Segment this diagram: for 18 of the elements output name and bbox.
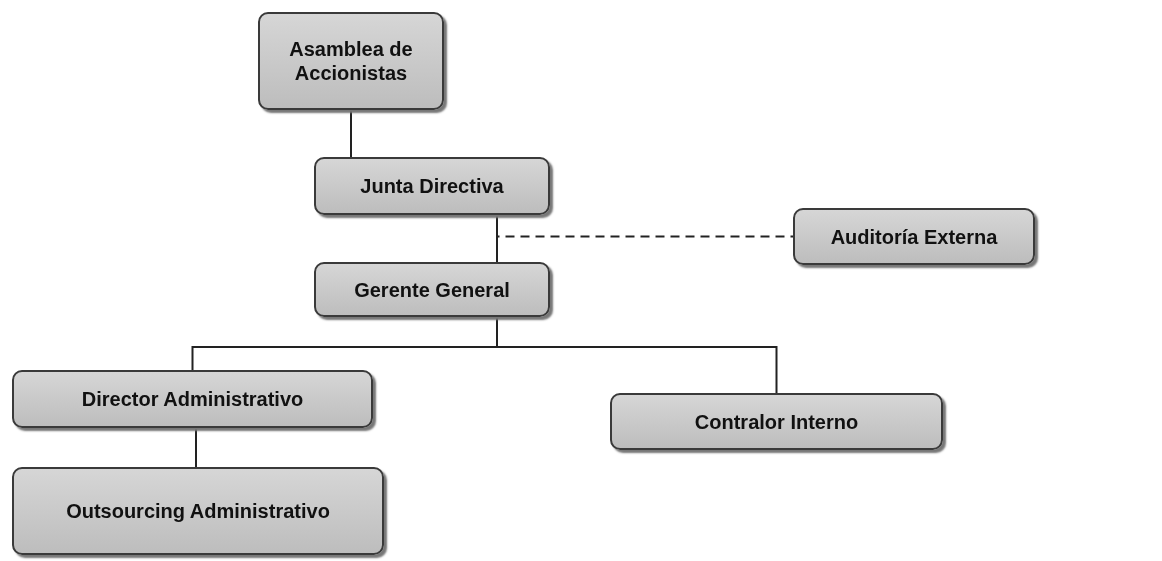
box-label: Junta Directiva bbox=[360, 174, 504, 198]
org-box bbox=[12, 467, 384, 555]
org-box bbox=[12, 370, 373, 428]
box-label: Asamblea de Accionistas bbox=[288, 37, 414, 85]
org-box bbox=[314, 262, 550, 317]
org-box bbox=[610, 393, 943, 450]
connector-line bbox=[195, 427, 197, 468]
box-label: Director Administrativo bbox=[81, 387, 304, 411]
connector-line bbox=[350, 109, 352, 158]
box-label: Auditoría Externa bbox=[830, 224, 998, 249]
box-label: Gerente General bbox=[354, 277, 510, 302]
org-box bbox=[314, 157, 550, 215]
dashed-connector bbox=[496, 214, 794, 238]
box-label: Outsourcing Administrativo bbox=[66, 499, 330, 523]
org-box bbox=[258, 12, 444, 110]
box-label: Contralor Interno bbox=[694, 409, 859, 434]
connector-line bbox=[496, 316, 778, 394]
org-box bbox=[793, 208, 1035, 265]
